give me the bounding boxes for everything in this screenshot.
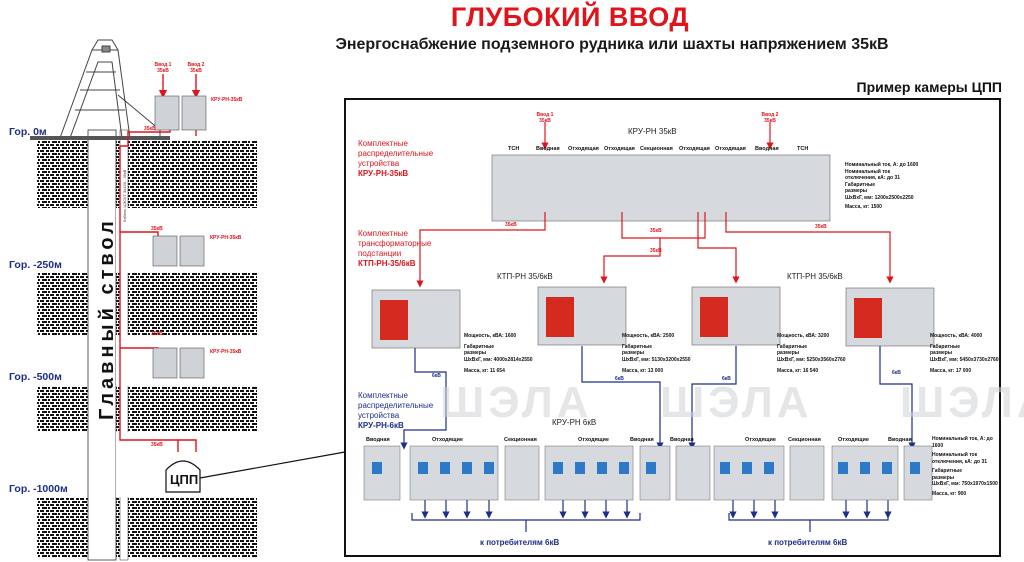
- page-title: ГЛУБОКИЙ ВВОД: [450, 2, 690, 32]
- kv6-a: 6кВ: [432, 373, 441, 379]
- kru35-cell-5: Отходящая: [679, 146, 710, 152]
- transformer-specs-1: Мощность, кВА: 1600 Габаритные размеры Ш…: [464, 333, 533, 374]
- kru35-specs: Номинальный ток, А: до 1600 Номинальный …: [845, 162, 919, 210]
- kru35-cell-8: ТСН: [797, 146, 809, 152]
- kru35-title: КРУ-РН 35кВ: [628, 127, 677, 136]
- kru6-blue-panels: [372, 462, 920, 474]
- ktp-description: Комплектные трансформаторные подстанции …: [358, 229, 432, 268]
- kru35-lineup: [491, 154, 831, 222]
- mine-kv-500: 35кВ: [151, 331, 163, 337]
- kru6-left-4: Вводная: [630, 437, 654, 443]
- transformer-specs-4: Мощность, кВА: 4000 Габаритные размеры Ш…: [930, 333, 999, 374]
- cpp-label: ЦПП: [170, 472, 199, 487]
- mine-kv-1000: 35кВ: [151, 442, 163, 448]
- kru6-right-1: Отходящие: [745, 437, 776, 443]
- headframe: [59, 39, 161, 139]
- kru35-cell-2: Отходящая: [568, 146, 599, 152]
- kru35-cell-4: Секционная: [640, 146, 673, 152]
- watermark-1: ШЭЛА: [440, 378, 593, 427]
- cable-label: Кабель ЦЭСКТ 3х150 - 35кВ: [122, 169, 127, 222]
- kru35-cell-1: Вводная: [536, 146, 560, 152]
- level-1000: Гор. -1000м: [9, 483, 68, 495]
- kru6-left-1: Отходящие: [432, 437, 463, 443]
- consumers-right: к потребителям 6кВ: [768, 538, 848, 547]
- panel-frame: [344, 98, 1001, 557]
- mine-kru-cabinets: [152, 95, 207, 379]
- level-500: Гор. -500м: [9, 371, 62, 383]
- lines-35kv: [416, 122, 894, 288]
- transformer-specs-2: Мощность, кВА: 2500 Габаритные размеры Ш…: [622, 333, 691, 374]
- kv35-c: 35кВ: [650, 248, 662, 254]
- kv35-d: 35кВ: [815, 224, 827, 230]
- consumers-left: к потребителям 6кВ: [480, 538, 560, 547]
- kru6-left-3: Отходящие: [578, 437, 609, 443]
- level-0: Гор. 0м: [9, 126, 47, 138]
- kru35-description: Комплектные распределительные устройства…: [358, 139, 434, 178]
- kv35-a: 35кВ: [505, 222, 517, 228]
- consumer-arrows: [421, 500, 892, 519]
- kru6-right-0: Вводная: [670, 437, 694, 443]
- mine-kru-label-0: КРУ-РН-35кВ: [211, 97, 243, 103]
- kru35-cell-6: Отходящая: [715, 146, 746, 152]
- kru6-right-4: Вводная: [888, 437, 912, 443]
- ktp-title-2: КТП-РН 35/6кВ: [787, 272, 843, 281]
- mine-kru-label-500: КРУ-РН-35кВ: [210, 349, 242, 355]
- cable-35kv: [119, 74, 201, 452]
- transformers: [371, 286, 935, 349]
- page-subtitle: Энергоснабжение подземного рудника или ш…: [335, 36, 889, 53]
- transformer-specs-3: Мощность, кВА: 3200 Габаритные размеры Ш…: [777, 333, 846, 374]
- mine-kru-label-250: КРУ-РН-35кВ: [210, 235, 242, 241]
- panel-title: Пример камеры ЦПП: [856, 79, 1003, 95]
- mine-kv-0: 35кВ: [144, 126, 156, 132]
- watermark-3: ШЭЛА: [900, 378, 1024, 427]
- kru35-cell-7: Вводная: [755, 146, 779, 152]
- kv6-c: 6кВ: [722, 376, 731, 382]
- shaft-label: Главный ствол: [96, 217, 118, 420]
- kru6-right-3: Отходящие: [838, 437, 869, 443]
- kv6-d: 6кВ: [892, 370, 901, 376]
- kru6-specs: Номинальный ток, А: до 1600 Номинальный …: [932, 436, 998, 497]
- kv6-b: 6кВ: [615, 376, 624, 382]
- kru6-right-2: Секционная: [788, 437, 821, 443]
- kru6-left-0: Вводная: [366, 437, 390, 443]
- mine-kv-250: 35кВ: [151, 226, 163, 232]
- rock-layers: [37, 140, 257, 557]
- kru6-left-2: Секционная: [504, 437, 537, 443]
- level-250: Гор. -250м: [9, 259, 62, 271]
- callout-line: [199, 451, 346, 479]
- kru35-cell-3: Отходящая: [604, 146, 635, 152]
- kv35-b: 35кВ: [650, 228, 662, 234]
- kru6-title: КРУ-РН 6кВ: [552, 418, 597, 427]
- cpp-chamber: [165, 460, 201, 493]
- kru35-cell-0: ТСН: [508, 146, 520, 152]
- watermark-2: ШЭЛА: [660, 378, 813, 427]
- kru6-description: Комплектные распределительные устройства…: [358, 391, 434, 430]
- ktp-title-1: КТП-РН 35/6кВ: [497, 272, 553, 281]
